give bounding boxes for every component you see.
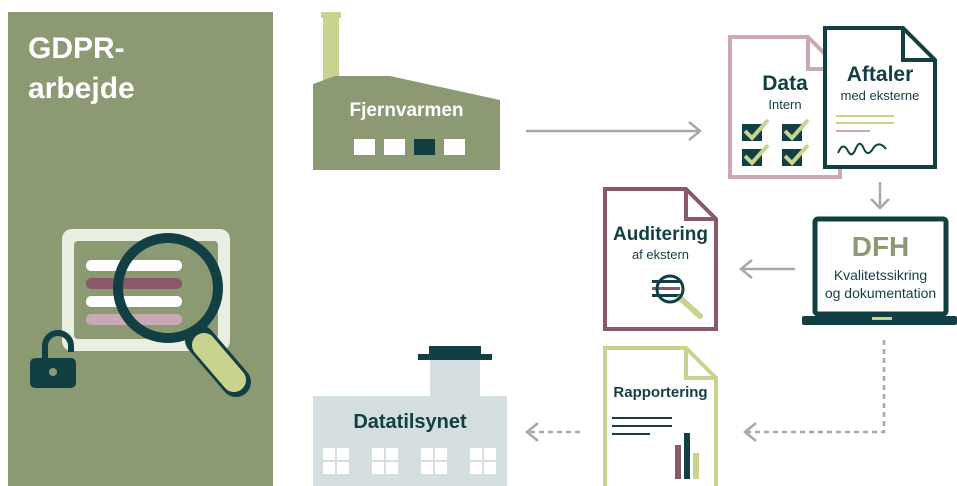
dfh-title: DFH	[851, 231, 910, 262]
arrow-dfh-rapportering	[743, 340, 886, 442]
auditering-document	[603, 187, 718, 331]
bar-chart-icon	[675, 433, 699, 479]
auditering-title: Auditering	[613, 224, 708, 245]
magnifier-icon	[652, 274, 703, 319]
magnifier-icon	[62, 229, 251, 397]
datatilsynet-label: Datatilsynet	[353, 411, 467, 433]
fjernvarmen-label: Fjernvarmen	[349, 100, 464, 121]
building-icon	[313, 346, 507, 486]
arrow-dfh-auditering	[739, 259, 795, 279]
data-subtitle: Intern	[768, 97, 802, 112]
dfh-subtitle-line1: Kvalitetssikring	[833, 267, 928, 283]
arrow-fjernvarmen-data	[526, 121, 702, 141]
factory-icon	[313, 12, 500, 170]
dfh-subtitle-line2: og dokumentation	[824, 285, 937, 301]
laptop-icon	[802, 216, 957, 325]
data-title: Data	[762, 72, 808, 95]
panel-title-line1: GDPR-	[28, 32, 125, 65]
panel-title-line2: arbejde	[28, 72, 135, 105]
checkbox-icon	[742, 118, 810, 166]
auditering-subtitle: af ekstern	[631, 247, 690, 262]
aftaler-title: Aftaler	[846, 63, 914, 86]
data-document	[728, 35, 842, 179]
rapportering-document	[603, 346, 718, 486]
arrow-rapportering-datatilsynet	[525, 422, 580, 442]
aftaler-subtitle: med eksterne	[840, 88, 920, 103]
arrow-aftaler-dfh	[870, 182, 890, 210]
rapportering-title: Rapportering	[613, 384, 708, 401]
signature-icon	[837, 142, 887, 156]
padlock-icon	[30, 330, 76, 388]
aftaler-document	[823, 26, 937, 169]
